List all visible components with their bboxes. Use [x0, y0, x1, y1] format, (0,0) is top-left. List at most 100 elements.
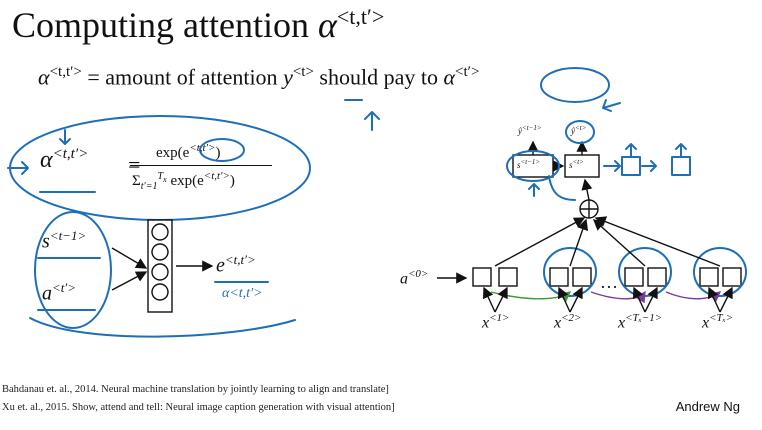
yhat-curr-sup: <t> — [575, 124, 587, 132]
s-curr-base: s — [569, 160, 573, 170]
x3-sup: <Tₓ−1> — [625, 312, 663, 324]
a-symbol: a — [42, 282, 52, 305]
slide-title: Computing attention α<t,t′> — [12, 4, 384, 46]
handwritten-alpha-note: α<t,t′> — [222, 286, 263, 301]
x3-arrow-a — [632, 286, 646, 313]
softmax-denominator: Σt′=1Tx exp(e<t,t′>) — [132, 170, 235, 192]
neuron-1 — [151, 223, 169, 241]
arrow-to-alpha-mark — [602, 99, 621, 112]
unroll-arrow-2 — [641, 160, 657, 172]
softmax-alpha-sup: <t,t′> — [52, 146, 89, 162]
softmax-lhs: α<t,t′> — [40, 146, 88, 174]
encoder-fwd-3 — [624, 267, 644, 287]
x2-arrow-b — [569, 286, 583, 313]
x2-base: x — [554, 314, 562, 332]
s-curr-sup: <t> — [572, 158, 584, 166]
author-name: Andrew Ng — [675, 399, 740, 414]
def-alpha-rhs-superscript: <t′> — [455, 64, 480, 80]
def-alpha-rhs: α — [443, 64, 456, 90]
attention-line-3 — [592, 219, 646, 267]
s-prev-sup: <t−1> — [520, 158, 541, 166]
unroll-cell-1 — [621, 156, 641, 176]
decoder-state-curr-label: s<t> — [569, 158, 584, 170]
x-label-1: x<1> — [482, 312, 509, 332]
a0-label: a<0> — [400, 268, 428, 288]
denominator-sup: <t,t′> — [203, 170, 230, 182]
bwd-connection-1 — [590, 290, 646, 304]
x1-sup: <1> — [489, 312, 510, 324]
x1-base: x — [482, 314, 490, 332]
encoder-fwd-2 — [549, 267, 569, 287]
encoder-bwd-4 — [722, 267, 742, 287]
x4-arrow-b — [719, 286, 733, 313]
x3-base: x — [618, 314, 626, 332]
a0-sup: <0> — [408, 268, 429, 280]
denominator-exp: exp(e — [170, 173, 204, 189]
softmax-side-arrow-mark — [7, 161, 29, 175]
x1-arrow-b — [494, 286, 508, 313]
alpha-circle-mark — [540, 67, 610, 103]
a-sup: <t′> — [52, 280, 77, 295]
sum-upper: T — [157, 171, 164, 182]
encoder-fwd-1 — [472, 267, 492, 287]
decoder-state-prev-label: s<t−1> — [517, 158, 540, 170]
title-superscript: <t,t′> — [336, 4, 385, 29]
softmax-numerator: exp(e<t,t′>) — [156, 142, 220, 162]
attention-line-4 — [594, 216, 721, 267]
def-y: y — [283, 64, 293, 90]
x3-arrow-b — [644, 286, 658, 313]
e-symbol: e — [216, 254, 225, 277]
encoder-fwd-4 — [699, 267, 719, 287]
yhat-prev-base: ŷ — [518, 126, 522, 136]
yhat-curr-label: ŷ<t> — [571, 124, 586, 136]
up-arrow-mark — [364, 111, 380, 131]
encoder-bwd-2 — [572, 267, 592, 287]
def-text-1: = amount of attention — [87, 64, 278, 90]
s-to-net-arrow — [111, 247, 148, 269]
output-e-label: e<t,t′> — [216, 252, 256, 278]
yhat-prev-sup: <t−1> — [522, 124, 542, 132]
inputs-circle-mark — [34, 211, 112, 329]
yhat-prev-label: ŷ<t−1> — [518, 124, 542, 136]
brace-mark — [29, 317, 296, 338]
x4-base: x — [702, 314, 710, 332]
encoder-bwd-3 — [647, 267, 667, 287]
numerator-close: ) — [215, 145, 221, 161]
numerator-sup: <t,t′> — [189, 142, 216, 154]
input-s-label: s<t−1> — [42, 228, 86, 254]
unroll-up-1 — [625, 143, 637, 157]
decoder-ink-arrow — [528, 183, 540, 197]
unroll-up-2 — [675, 143, 687, 157]
unroll-cell-2 — [671, 156, 691, 176]
x-label-3: x<Tₓ−1> — [618, 312, 662, 332]
def-alpha: α — [38, 64, 50, 90]
x4-arrow-a — [707, 286, 721, 313]
reference-bahdanau: Bahdanau et. al., 2014. Neural machine t… — [2, 384, 389, 395]
def-text-2: should pay to — [319, 64, 438, 90]
title-text: Computing attention — [12, 5, 309, 45]
x-label-2: x<2> — [554, 312, 581, 332]
sum-lower: t′=1 — [140, 181, 158, 192]
numerator-exp: exp(e — [156, 145, 190, 161]
reference-xu: Xu et. al., 2015. Show, attend and tell:… — [2, 402, 395, 413]
encoder-ellipsis: … — [600, 272, 618, 292]
encoder-bwd-1 — [498, 267, 518, 287]
softmax-equals: = — [128, 152, 141, 177]
neuron-4 — [151, 283, 169, 301]
attention-definition: α<t,t′> = amount of attention y<t> shoul… — [38, 64, 479, 90]
x2-arrow-a — [557, 286, 571, 313]
yhat-curr-base: ŷ — [571, 126, 575, 136]
attention-line-2 — [569, 218, 589, 267]
neuron-2 — [151, 243, 169, 261]
x4-sup: <Tₓ> — [709, 312, 734, 324]
attention-line-1 — [494, 217, 586, 267]
denominator-close: ) — [229, 173, 235, 189]
e-circle-mark — [199, 138, 245, 162]
e-sup: <t,t′> — [224, 252, 256, 267]
input-a-label: a<t′> — [42, 280, 76, 306]
s-prev-base: s — [517, 160, 521, 170]
title-alpha: α — [317, 5, 337, 45]
x1-arrow-a — [482, 286, 496, 313]
context-arrow — [581, 178, 593, 201]
